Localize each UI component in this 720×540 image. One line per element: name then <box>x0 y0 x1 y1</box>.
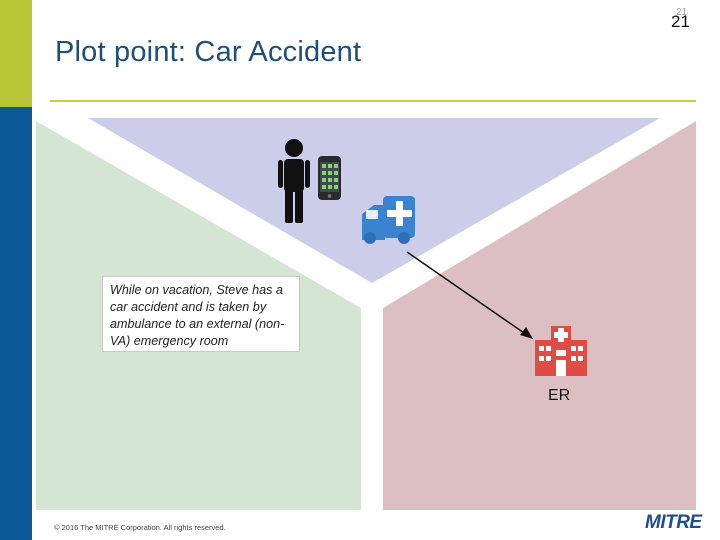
region-right <box>383 121 696 510</box>
sidebar-accent-bottom <box>0 107 32 540</box>
scenario-caption: While on vacation, Steve has a car accid… <box>102 276 300 352</box>
page-number-shadow: 21 <box>676 7 688 18</box>
region-top <box>88 118 660 283</box>
sidebar-accent-top <box>0 0 32 107</box>
ambulance-icon <box>362 196 415 244</box>
title-divider <box>50 100 696 102</box>
er-label: ER <box>548 387 571 404</box>
slide-title: Plot point: Car Accident <box>55 36 362 68</box>
hospital-icon <box>535 326 587 376</box>
copyright-notice: © 2016 The MITRE Corporation. All rights… <box>54 523 226 532</box>
mitre-logo: MITRE <box>645 512 702 533</box>
page-number: 21 <box>671 12 690 31</box>
arrow-icon <box>406 251 533 339</box>
smartphone-icon <box>318 156 341 200</box>
person-icon <box>278 139 310 223</box>
